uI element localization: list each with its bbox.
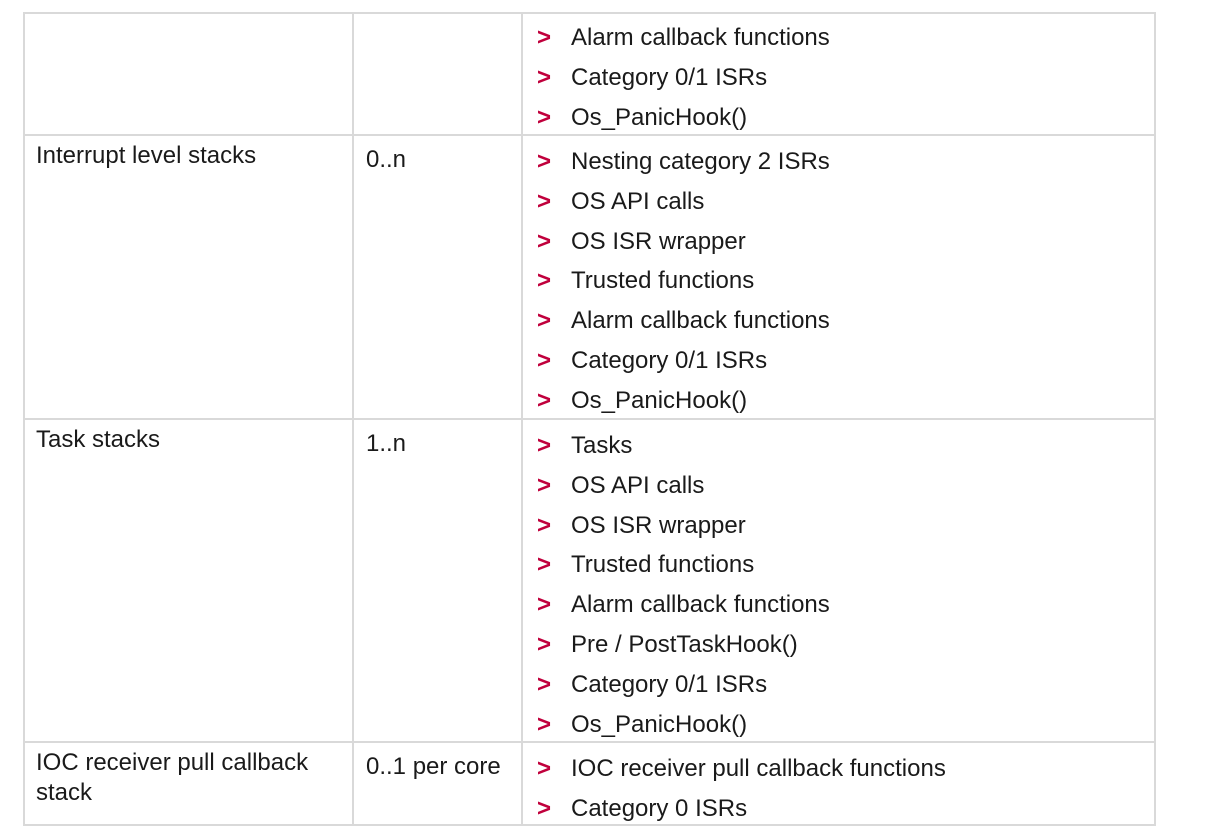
list-item: > Category 0/1 ISRs (537, 665, 767, 705)
chevron-right-icon: > (537, 63, 552, 91)
list-item-label: Category 0/1 ISRs (571, 670, 768, 698)
chevron-right-icon: > (537, 755, 552, 782)
stack-table: > Alarm callback functions > Category 0/1 I… (23, 12, 1156, 826)
chevron-right-icon: > (537, 103, 552, 131)
list-item-label: Os_PanicHook() (571, 386, 748, 414)
chevron-right-icon: > (537, 267, 552, 295)
chevron-right-icon: > (537, 432, 552, 459)
list-item: > IOC receiver pull callback functions (537, 749, 946, 789)
usage-list: > Nesting category 2 ISRs > OS API calls > OS… (537, 136, 1137, 420)
list-item-label: Os_PanicHook() (571, 103, 748, 131)
list-item-label: Pre / PostTaskHook() (571, 631, 798, 658)
list-item: > Category 0/1 ISRs (537, 341, 767, 381)
list-item-label: OS ISR wrapper (571, 511, 746, 539)
list-item: > Trusted functions (537, 261, 754, 301)
table-row: Task stacks 1..n > Tasks > OS API calls > OS IS… (23, 418, 1156, 743)
list-item: > Os_PanicHook() (537, 381, 747, 421)
list-item-label: Trusted functions (571, 551, 755, 579)
chevron-right-icon: > (537, 591, 552, 619)
list-item: > Os_PanicHook() (537, 98, 747, 138)
stack-count-cell: 0..n (366, 146, 407, 173)
list-item: > Alarm callback functions (537, 585, 830, 625)
list-item-label: IOC receiver pull callback functions (571, 755, 946, 782)
list-item: > Trusted functions (537, 545, 754, 585)
chevron-right-icon: > (537, 631, 552, 658)
list-item: > Nesting category 2 ISRs (537, 142, 830, 182)
table-row: > Alarm callback functions > Category 0/1 I… (23, 14, 1156, 134)
list-item-label: Category 0/1 ISRs (571, 63, 768, 91)
chevron-right-icon: > (537, 187, 552, 215)
stack-name-cell: Task stacks (36, 426, 161, 453)
list-item: > Pre / PostTaskHook() (537, 625, 798, 665)
stack-name-cell: IOC receiver pull callback stack (36, 749, 309, 806)
list-item-label: OS API calls (571, 187, 705, 215)
usage-list: > Alarm callback functions > Category 0/1 I… (537, 14, 1137, 134)
chevron-right-icon: > (537, 710, 552, 738)
chevron-right-icon: > (537, 24, 552, 51)
list-item-label: Alarm callback functions (571, 591, 830, 619)
stack-count-cell: 0..1 per core (366, 753, 501, 780)
chevron-right-icon: > (537, 148, 552, 175)
list-item: > OS API calls (537, 182, 704, 222)
list-item-label: Nesting category 2 ISRs (571, 148, 830, 175)
list-item-label: Category 0 ISRs (571, 794, 748, 822)
chevron-right-icon: > (537, 551, 552, 579)
list-item-label: Trusted functions (571, 267, 755, 295)
list-item: > OS API calls (537, 466, 704, 506)
list-item: > OS ISR wrapper (537, 222, 746, 262)
chevron-right-icon: > (537, 307, 552, 335)
list-item-label: OS API calls (571, 471, 705, 499)
list-item-label: Os_PanicHook() (571, 710, 748, 738)
table-row: IOC receiver pull callback stack 0..1 per… (23, 741, 1156, 828)
list-item: > Os_PanicHook() (537, 705, 747, 745)
list-item: > Category 0/1 ISRs (537, 58, 767, 98)
usage-list: > IOC receiver pull callback functions > Ca… (537, 743, 1137, 828)
table-row: Interrupt level stacks 0..n > Nesting categ… (23, 134, 1156, 420)
list-item: > Alarm callback functions (537, 301, 830, 341)
stack-name-cell: Interrupt level stacks (36, 142, 257, 169)
list-item: > OS ISR wrapper (537, 506, 746, 546)
list-item-label: Alarm callback functions (571, 307, 830, 335)
usage-list: > Tasks > OS API calls > OS ISR wrapper > Trust… (537, 420, 1137, 743)
list-item-label: Alarm callback functions (571, 24, 830, 51)
list-item: > Category 0 ISRs (537, 789, 747, 829)
chevron-right-icon: > (537, 794, 552, 822)
chevron-right-icon: > (537, 347, 552, 374)
chevron-right-icon: > (537, 471, 552, 499)
chevron-right-icon: > (537, 670, 552, 698)
list-item: > Tasks (537, 426, 632, 466)
chevron-right-icon: > (537, 386, 552, 414)
list-item-label: OS ISR wrapper (571, 227, 746, 255)
list-item-label: Tasks (571, 432, 633, 459)
chevron-right-icon: > (537, 511, 552, 539)
chevron-right-icon: > (537, 227, 552, 255)
stack-count-cell: 1..n (366, 430, 407, 457)
list-item: > Alarm callback functions (537, 18, 830, 58)
list-item-label: Category 0/1 ISRs (571, 347, 768, 374)
